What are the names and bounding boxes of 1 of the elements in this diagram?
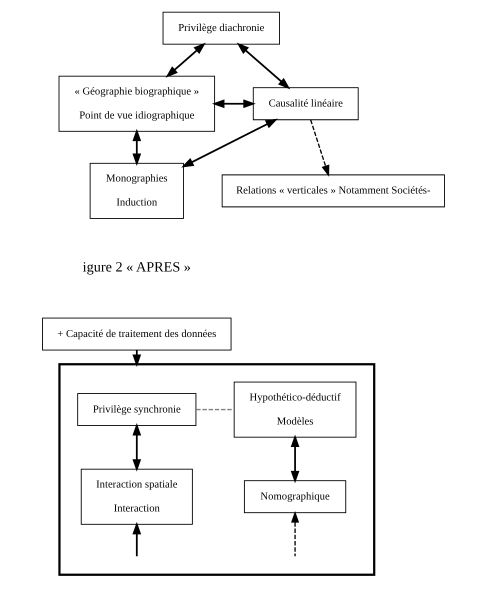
label: igure 2 « APRES » bbox=[82, 260, 191, 276]
